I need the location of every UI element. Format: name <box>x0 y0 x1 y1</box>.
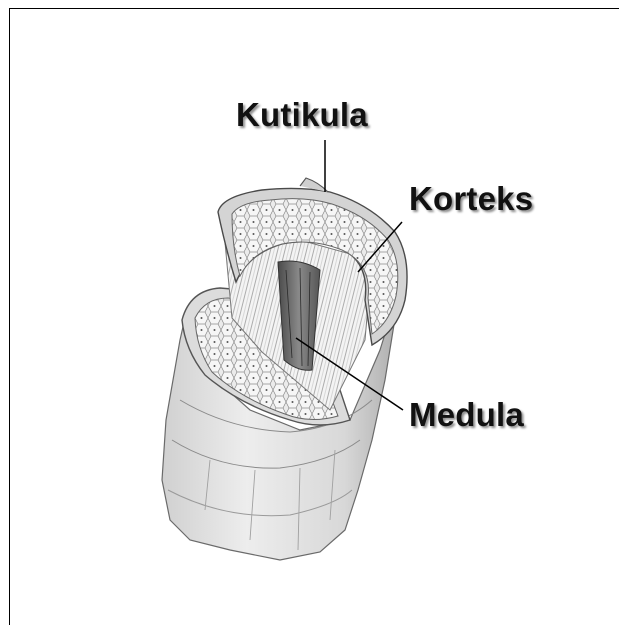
label-medula: Medula <box>409 396 524 434</box>
label-korteks: Korteks <box>409 180 533 218</box>
label-kutikula: Kutikula <box>236 96 368 134</box>
